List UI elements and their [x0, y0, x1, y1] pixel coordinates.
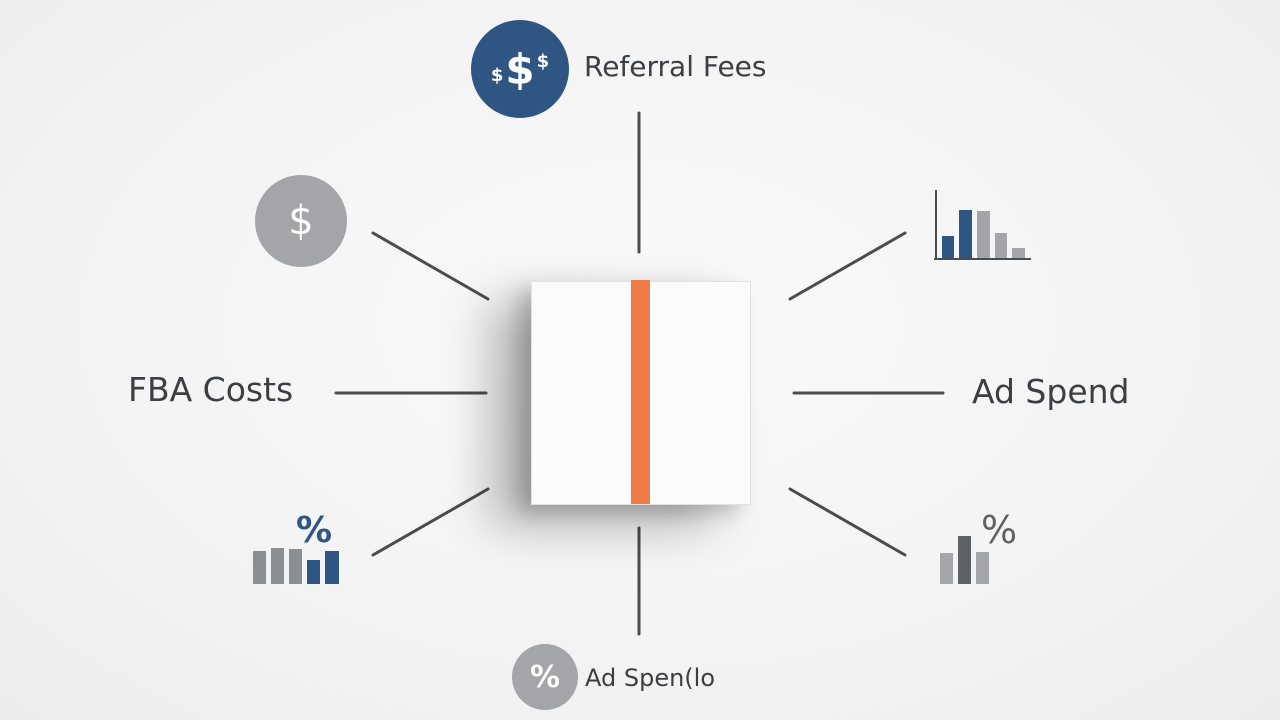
connector-lower-right	[788, 487, 907, 557]
connector-lower-left	[371, 487, 490, 557]
label-ad-spend-bottom: Ad Spen(lo	[585, 664, 716, 692]
center-accent-bar	[631, 280, 650, 504]
bar-chart-percent-icon-left	[253, 548, 339, 584]
connector-upper-right	[788, 231, 907, 301]
percent-glyph-right: %	[981, 508, 1018, 552]
label-ad-spend: Ad Spend	[972, 372, 1130, 411]
label-fba-costs: FBA Costs	[128, 370, 294, 409]
dollar-circle-icon-top: $ $ $	[471, 20, 569, 118]
label-referral-fees: Referral Fees	[584, 50, 767, 83]
center-box	[531, 280, 751, 505]
connector-lines	[334, 111, 945, 636]
dollar-glyph: $	[288, 198, 314, 244]
bar-chart-icon	[934, 190, 1031, 260]
percent-glyph: %	[529, 659, 561, 695]
percent-glyph-left: %	[296, 510, 333, 551]
dollar-glyph-small-right: $	[536, 50, 550, 72]
bar-chart-percent-icon-right	[940, 536, 989, 584]
connector-upper-left	[371, 231, 490, 301]
dollar-glyph-small-left: $	[490, 64, 504, 86]
dollar-circle-icon-left: $	[255, 175, 347, 267]
dollar-glyph-main: $	[505, 44, 535, 94]
percent-circle-icon: %	[512, 644, 578, 710]
